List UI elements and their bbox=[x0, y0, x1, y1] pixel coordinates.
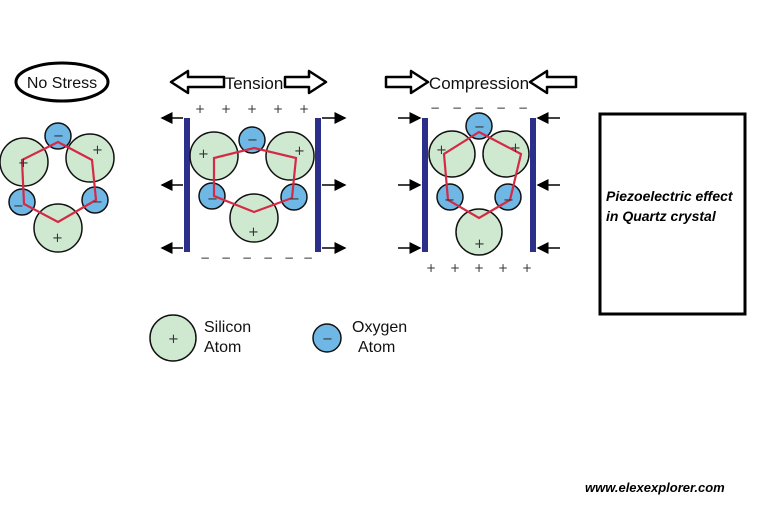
svg-text:+: + bbox=[52, 231, 63, 246]
svg-text:+: + bbox=[294, 144, 305, 159]
compression-left-outline-arrow bbox=[384, 69, 430, 95]
svg-text:−: − bbox=[474, 120, 485, 135]
svg-text:−: − bbox=[503, 193, 514, 208]
oxygen-atom bbox=[44, 122, 72, 150]
svg-text:−: − bbox=[242, 251, 252, 265]
legend-oxygen-sign: − bbox=[322, 332, 333, 347]
svg-text:−: − bbox=[518, 101, 528, 115]
svg-text:−: − bbox=[474, 101, 484, 115]
caption-text: Piezoelectric effect in Quartz crystal bbox=[606, 188, 733, 224]
tension-label: Tension bbox=[225, 74, 284, 93]
oxygen-atom bbox=[8, 188, 36, 216]
svg-text:+: + bbox=[273, 102, 283, 116]
svg-text:−: − bbox=[452, 101, 462, 115]
svg-text:+: + bbox=[247, 102, 257, 116]
svg-text:−: − bbox=[303, 251, 313, 265]
website-credit: www.elexexplorer.com bbox=[585, 480, 725, 495]
bond-hexagon bbox=[442, 130, 523, 220]
svg-text:−: − bbox=[53, 129, 64, 144]
svg-text:−: − bbox=[92, 195, 103, 210]
svg-text:+: + bbox=[498, 261, 508, 275]
tension-left-electrode bbox=[184, 118, 190, 252]
oxygen-atom bbox=[494, 183, 522, 211]
svg-text:+: + bbox=[299, 102, 309, 116]
svg-text:+: + bbox=[198, 147, 209, 162]
svg-text:+: + bbox=[221, 102, 231, 116]
compression-label: Compression bbox=[429, 74, 529, 93]
oxygen-atom bbox=[436, 183, 464, 211]
compression-panel: Compression − − − − − + + + − − − + + + bbox=[384, 69, 578, 275]
svg-text:+: + bbox=[474, 237, 485, 252]
svg-text:−: − bbox=[263, 251, 273, 265]
svg-text:+: + bbox=[195, 102, 205, 116]
svg-text:−: − bbox=[289, 192, 300, 207]
no-stress-label-oval bbox=[14, 61, 110, 103]
legend-silicon-atom bbox=[149, 314, 197, 362]
bond-hexagon bbox=[212, 146, 298, 214]
no-stress-panel: No Stress + + + − − − bbox=[0, 61, 115, 253]
svg-text:+: + bbox=[436, 143, 447, 158]
svg-text:−: − bbox=[13, 199, 24, 214]
svg-text:+: + bbox=[92, 143, 103, 158]
legend-silicon-label-2: Atom bbox=[204, 339, 241, 356]
svg-text:−: − bbox=[284, 251, 294, 265]
legend-silicon-sign: + bbox=[168, 332, 179, 347]
tension-left-outline-arrow bbox=[169, 69, 226, 95]
svg-text:−: − bbox=[207, 192, 218, 207]
svg-text:+: + bbox=[18, 156, 29, 171]
compression-right-outline-arrow bbox=[528, 69, 578, 95]
legend-oxygen-label-1: Oxygen bbox=[352, 319, 407, 336]
no-stress-label: No Stress bbox=[27, 75, 97, 92]
oxygen-atom bbox=[198, 182, 226, 210]
oxygen-atom bbox=[465, 112, 493, 140]
tension-panel: Tension + + + + + + + + − − − − − − bbox=[160, 69, 347, 265]
svg-text:+: + bbox=[450, 261, 460, 275]
bond-hexagon bbox=[20, 140, 98, 224]
svg-text:−: − bbox=[200, 251, 210, 265]
svg-text:+: + bbox=[510, 141, 521, 156]
legend-oxygen-atom bbox=[312, 323, 342, 353]
svg-text:−: − bbox=[247, 133, 258, 148]
svg-text:−: − bbox=[444, 193, 455, 208]
legend-oxygen-label-2: Atom bbox=[358, 339, 395, 356]
compression-left-electrode bbox=[422, 118, 428, 252]
silicon-atom bbox=[455, 208, 503, 256]
svg-text:−: − bbox=[496, 101, 506, 115]
svg-text:−: − bbox=[221, 251, 231, 265]
svg-text:−: − bbox=[430, 101, 440, 115]
caption-box bbox=[598, 112, 747, 316]
oxygen-atom bbox=[238, 126, 266, 154]
svg-text:+: + bbox=[248, 225, 259, 240]
svg-text:+: + bbox=[522, 261, 532, 275]
compression-right-electrode bbox=[530, 118, 536, 252]
legend-silicon-label-1: Silicon bbox=[204, 319, 251, 336]
svg-text:+: + bbox=[474, 261, 484, 275]
svg-text:+: + bbox=[426, 261, 436, 275]
silicon-atom bbox=[229, 193, 279, 243]
legend: + Silicon Atom − Oxygen Atom bbox=[149, 314, 407, 362]
tension-right-electrode bbox=[315, 118, 321, 252]
tension-right-outline-arrow bbox=[283, 69, 328, 95]
